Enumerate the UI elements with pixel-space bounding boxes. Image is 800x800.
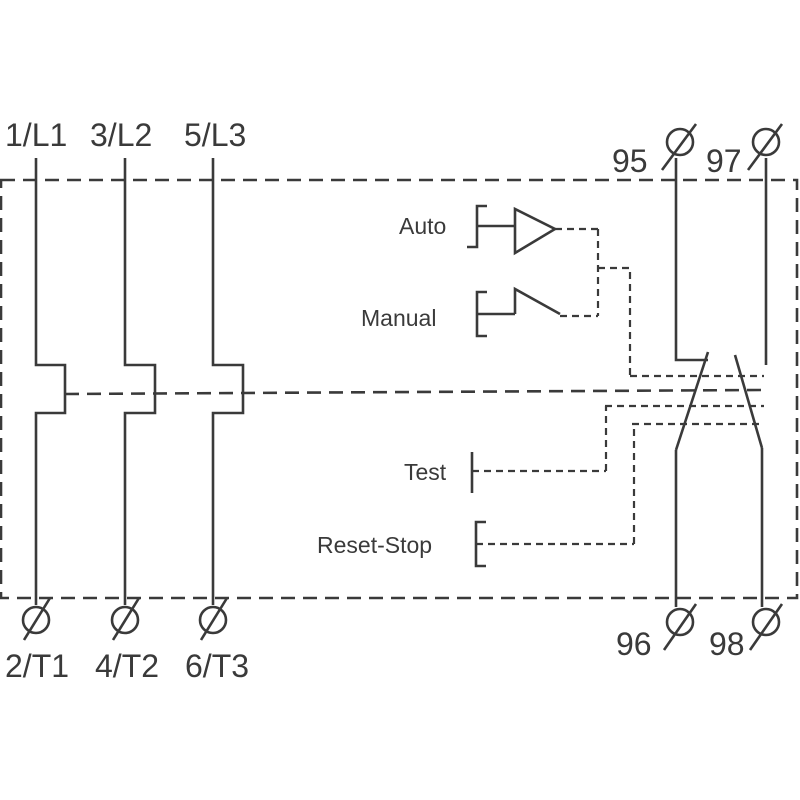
manual-label: Manual [361, 305, 436, 331]
terminal-label-98: 98 [709, 626, 745, 662]
terminal-label-6-t3: 6/T3 [185, 648, 249, 684]
main-pole-l1 [21, 158, 67, 641]
aux-contact-97-98 [733, 123, 784, 651]
terminal-label-1-l1: 1/L1 [5, 117, 67, 153]
auto-manual-linkage [596, 229, 632, 376]
main-pole-l2 [110, 158, 157, 641]
terminal-label-96: 96 [616, 626, 652, 662]
terminal-label-4-t2: 4/T2 [95, 648, 159, 684]
manual-symbol [475, 286, 598, 338]
terminal-label-3-l2: 3/L2 [90, 117, 152, 153]
terminal-label-2-t1: 2/T1 [5, 648, 69, 684]
auto-symbol [467, 204, 598, 256]
terminal-label-95: 95 [612, 143, 648, 179]
thermal-linkage-line [64, 388, 763, 396]
aux-contact-95-96 [660, 123, 710, 651]
contact-linkage [605, 374, 764, 426]
terminal-label-5-l3: 5/L3 [184, 117, 246, 153]
test-label: Test [404, 459, 447, 485]
auto-label: Auto [399, 213, 446, 239]
reset-stop-symbol [474, 424, 636, 568]
reset-stop-label: Reset-Stop [317, 532, 432, 558]
test-symbol [470, 406, 608, 493]
relay-enclosure [0, 178, 799, 600]
main-pole-l3 [198, 158, 245, 641]
terminal-label-97: 97 [706, 143, 742, 179]
